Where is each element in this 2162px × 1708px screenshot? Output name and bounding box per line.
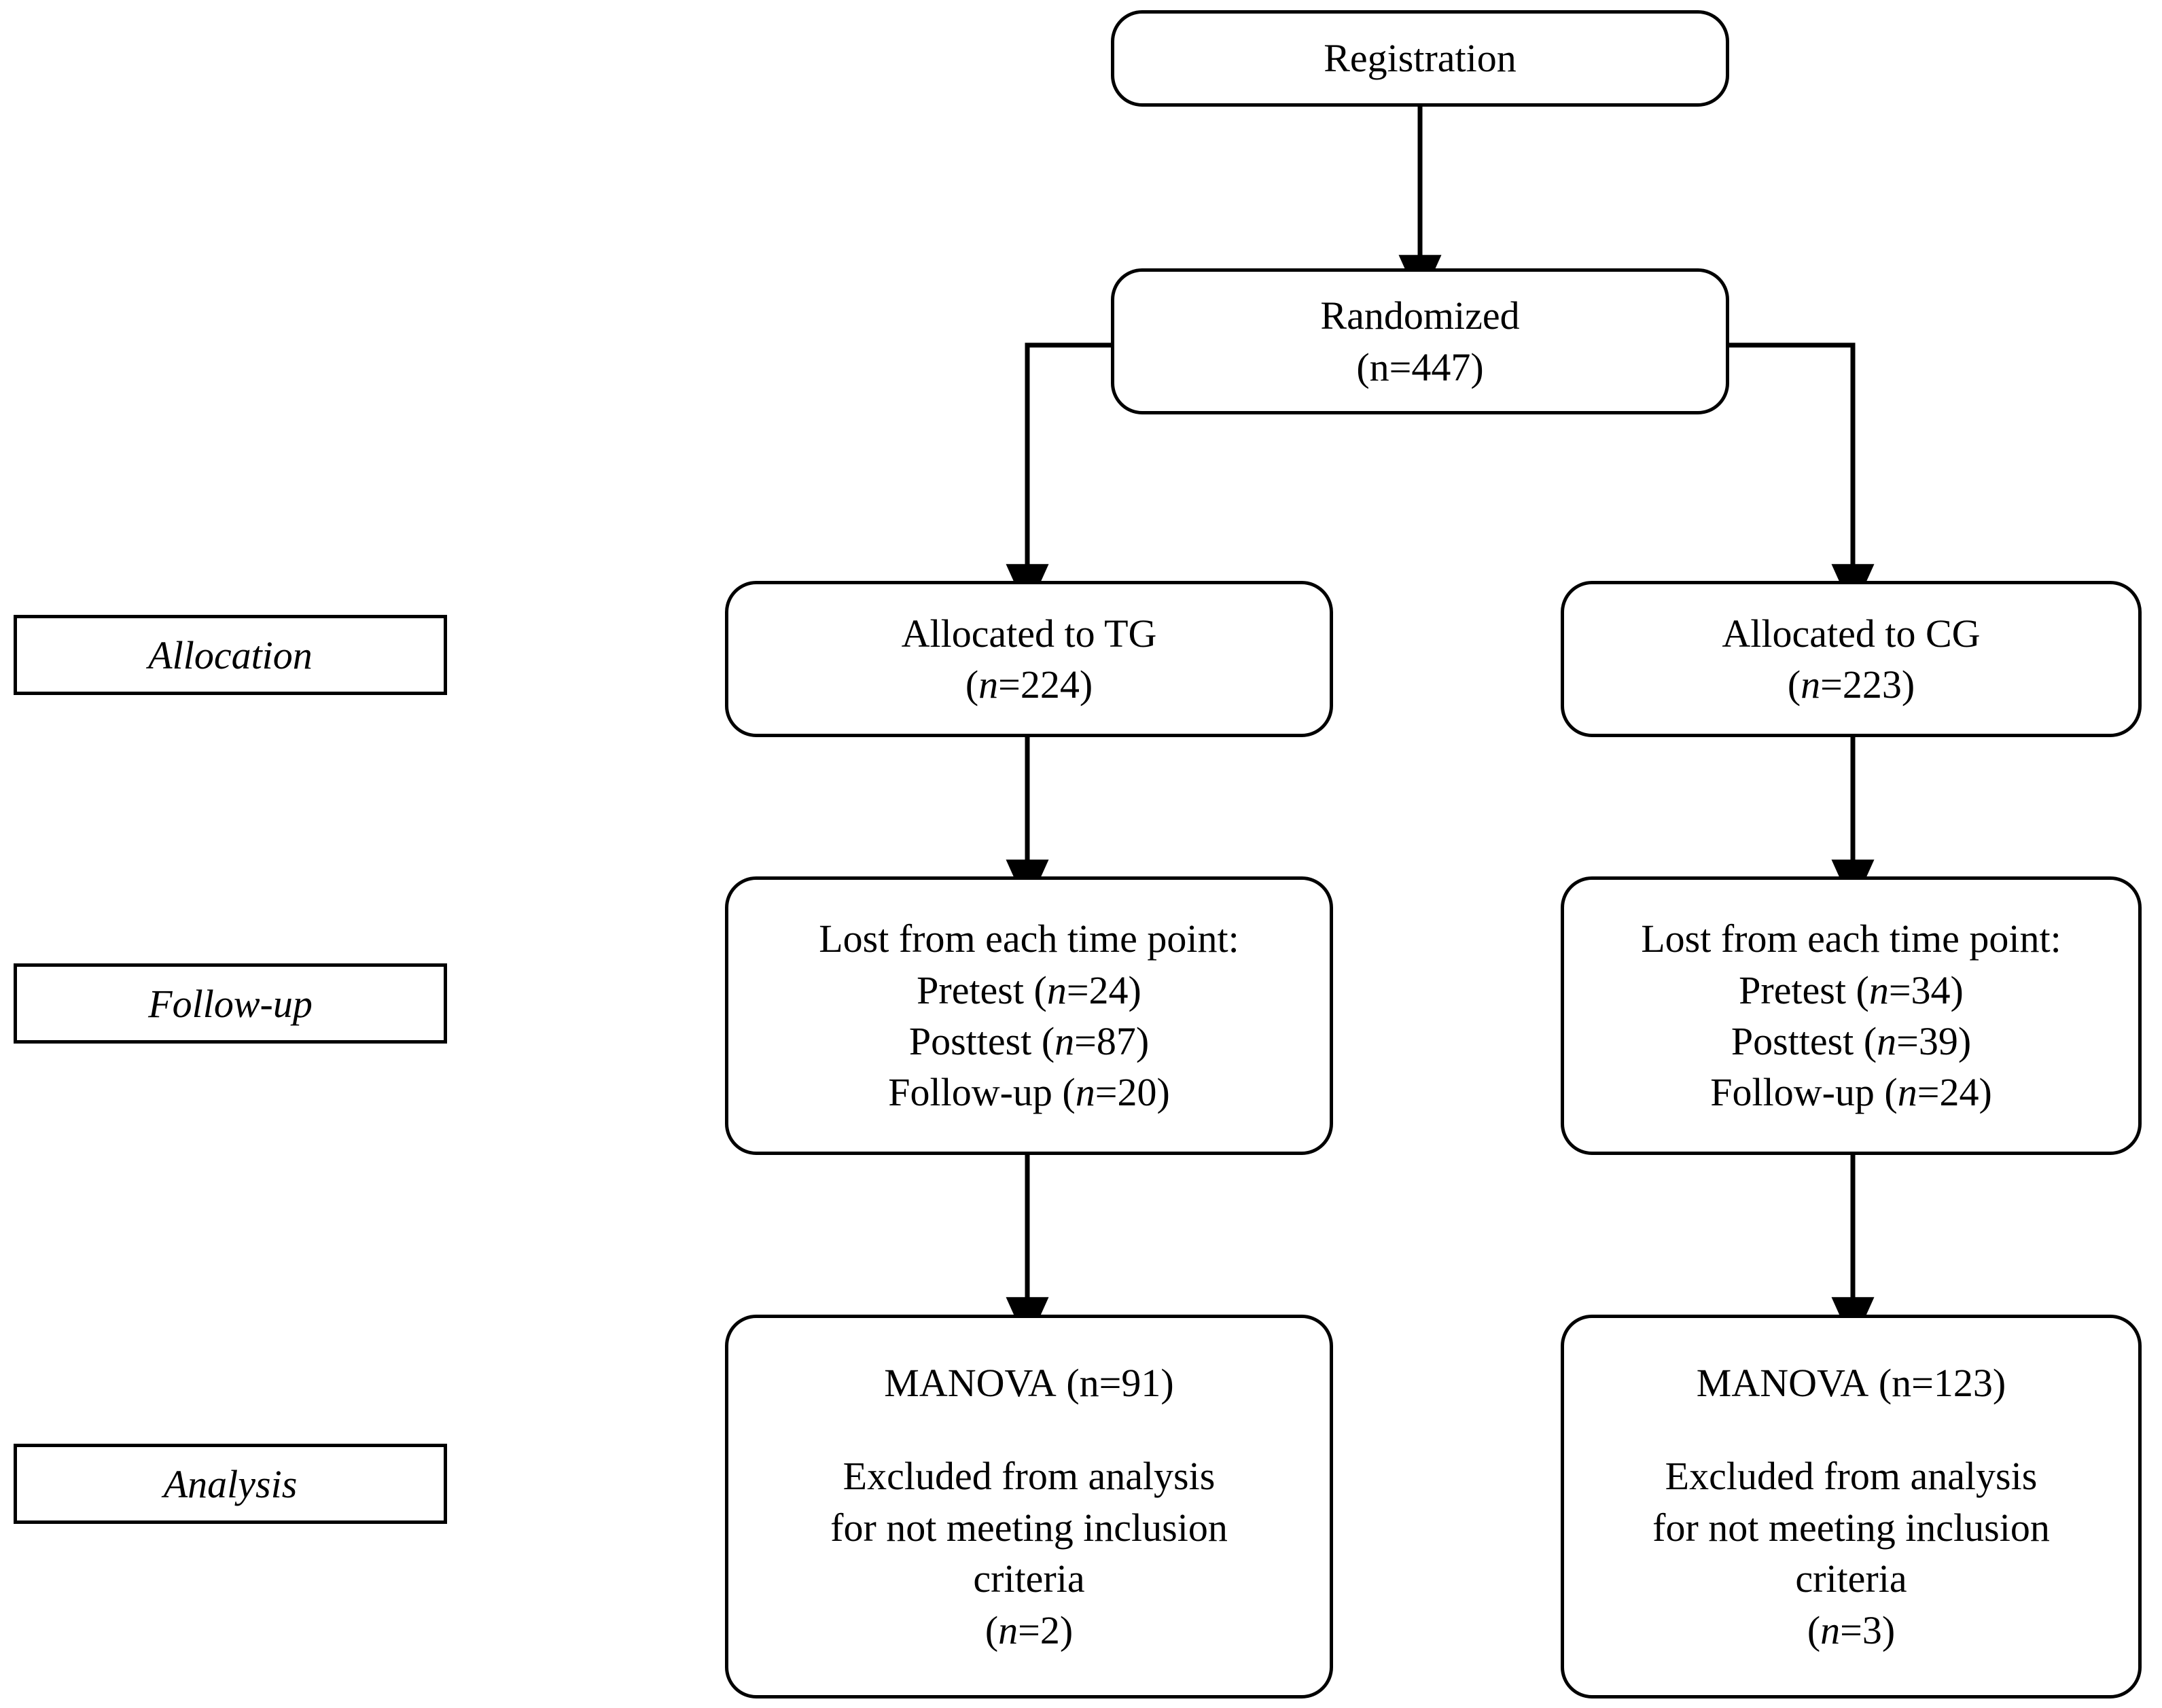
lost-tg-followup-n: n (1075, 1070, 1095, 1115)
lost-tg-row-followup: Follow-up (n=20) (888, 1070, 1170, 1115)
lost-tg-followup-value: 20 (1117, 1070, 1157, 1115)
lost-tg-row-posttest: Posttest (n=87) (908, 1019, 1150, 1063)
allocated-cg-value: 223 (1842, 662, 1902, 707)
allocated-cg-count: (n=223) (1788, 659, 1915, 710)
lost-tg-heading: Lost from each time point: (819, 917, 1239, 961)
analysis-tg-excluded-line2: for not meeting inclusion (830, 1505, 1228, 1550)
analysis-cg-manova-value: 123 (1933, 1361, 1993, 1406)
analysis-tg-excluded-eq: = (1018, 1607, 1040, 1652)
stage-label-follow-up: Follow-up (14, 963, 447, 1044)
lost-cg-pretest-n: n (1868, 967, 1889, 1012)
analysis-tg-excluded-value: 2 (1040, 1607, 1060, 1652)
lost-tg-pretest-label: Pretest (917, 967, 1024, 1012)
analysis-tg-excluded-open: ( (985, 1607, 999, 1652)
stage-label-analysis: Analysis (14, 1444, 447, 1524)
analysis-tg-manova-open: (n= (1066, 1361, 1122, 1406)
lost-cg-pretest-value: 34 (1911, 967, 1951, 1012)
node-allocated-cg: Allocated to CG (n=223) (1561, 581, 2142, 737)
analysis-tg-excluded-line1: Excluded from analysis (843, 1454, 1216, 1499)
lost-cg-row-posttest: Posttest (n=39) (1731, 1019, 1972, 1063)
allocated-tg-n: n (978, 662, 999, 707)
stage-label-allocation-text: Allocation (148, 633, 313, 677)
lost-tg-row-pretest: Pretest (n=24) (917, 967, 1141, 1012)
analysis-cg-manova-label: MANOVA (1696, 1361, 1869, 1406)
node-lost-cg: Lost from each time point: Pretest (n=34… (1561, 876, 2142, 1155)
node-lost-tg: Lost from each time point: Pretest (n=24… (725, 876, 1333, 1155)
allocated-tg-open: ( (965, 662, 979, 707)
lost-cg-followup-value: 24 (1939, 1070, 1979, 1115)
lost-cg-posttest-value: 39 (1918, 1019, 1958, 1063)
analysis-cg-excluded-n: n (1820, 1607, 1841, 1652)
registration-title: Registration (1324, 36, 1517, 81)
analysis-cg-manova-close: ) (1992, 1361, 2006, 1406)
analysis-cg-excluded-line2: for not meeting inclusion (1652, 1505, 2050, 1550)
stage-label-follow-up-text: Follow-up (148, 981, 313, 1026)
analysis-tg-excluded-line3: criteria (973, 1556, 1085, 1601)
analysis-tg-excluded-count: (n=2) (985, 1605, 1073, 1656)
allocated-tg-title: Allocated to TG (901, 611, 1157, 656)
randomized-count-value: 447 (1411, 344, 1471, 389)
analysis-cg-excluded-eq: = (1840, 1607, 1862, 1652)
allocated-cg-eq: = (1820, 662, 1843, 707)
lost-tg-posttest-label: Posttest (908, 1019, 1032, 1063)
connector-randomized-to-alloc-tg (1006, 342, 1112, 612)
randomized-count-close: ) (1470, 344, 1484, 389)
connector-randomized-to-alloc-cg (1728, 342, 1875, 612)
allocated-cg-n: n (1801, 662, 1821, 707)
analysis-cg-manova-open: (n= (1878, 1361, 1934, 1406)
analysis-cg-excluded-line1: Excluded from analysis (1665, 1454, 2038, 1499)
node-randomized: Randomized (n=447) (1111, 268, 1729, 414)
node-analysis-cg: MANOVA (n=123) Excluded from analysis fo… (1561, 1315, 2142, 1698)
randomized-count-open: (n= (1356, 344, 1412, 389)
analysis-tg-manova: MANOVA (n=91) (884, 1357, 1173, 1408)
lost-tg-pretest-n: n (1046, 967, 1067, 1012)
analysis-tg-excluded-close: ) (1059, 1607, 1074, 1652)
analysis-tg-manova-label: MANOVA (884, 1361, 1057, 1406)
analysis-cg-excluded-count: (n=3) (1807, 1605, 1895, 1656)
allocated-cg-open: ( (1787, 662, 1801, 707)
randomized-title: Randomized (1320, 293, 1520, 338)
lost-tg-pretest-value: 24 (1088, 967, 1129, 1012)
analysis-cg-manova: MANOVA (n=123) (1697, 1357, 2006, 1408)
node-allocated-tg: Allocated to TG (n=224) (725, 581, 1333, 737)
lost-cg-heading: Lost from each time point: (1641, 917, 2061, 961)
analysis-tg-manova-close: ) (1160, 1361, 1174, 1406)
allocated-tg-eq: = (998, 662, 1021, 707)
analysis-cg-excluded-open: ( (1807, 1607, 1821, 1652)
analysis-cg-excluded-line3: criteria (1795, 1556, 1907, 1601)
analysis-cg-excluded-close: ) (1881, 1607, 1896, 1652)
lost-cg-followup-n: n (1897, 1070, 1917, 1115)
lost-cg-posttest-label: Posttest (1731, 1019, 1854, 1063)
allocated-cg-close: ) (1901, 662, 1915, 707)
stage-label-analysis-text: Analysis (163, 1461, 298, 1506)
lost-cg-row-followup: Follow-up (n=24) (1710, 1070, 1992, 1115)
allocated-tg-value: 224 (1020, 662, 1080, 707)
stage-label-allocation: Allocation (14, 615, 447, 695)
lost-cg-posttest-n: n (1877, 1019, 1897, 1063)
allocated-cg-title: Allocated to CG (1722, 611, 1981, 656)
lost-tg-posttest-value: 87 (1096, 1019, 1136, 1063)
lost-cg-pretest-label: Pretest (1739, 967, 1846, 1012)
analysis-tg-excluded-n: n (998, 1607, 1018, 1652)
lost-cg-followup-label: Follow-up (1710, 1070, 1875, 1115)
lost-tg-followup-label: Follow-up (888, 1070, 1052, 1115)
node-registration: Registration (1111, 10, 1729, 107)
lost-cg-row-pretest: Pretest (n=34) (1739, 967, 1964, 1012)
analysis-tg-manova-value: 91 (1121, 1361, 1161, 1406)
allocated-tg-close: ) (1079, 662, 1093, 707)
analysis-cg-excluded-value: 3 (1862, 1607, 1882, 1652)
node-analysis-tg: MANOVA (n=91) Excluded from analysis for… (725, 1315, 1333, 1698)
randomized-count: (n=447) (1356, 342, 1483, 393)
allocated-tg-count: (n=224) (965, 659, 1093, 710)
lost-tg-posttest-n: n (1055, 1019, 1075, 1063)
